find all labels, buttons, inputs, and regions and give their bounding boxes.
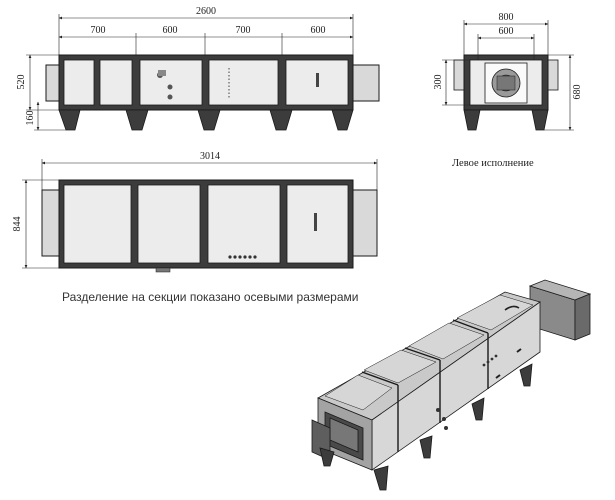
plan-dimension-lines: [22, 159, 378, 269]
variant-label: Левое исполнение: [452, 158, 534, 169]
dim-plan-length: 3014: [200, 151, 220, 162]
section-split-caption: Разделение на секции показано осевыми ра…: [62, 290, 359, 304]
dim-total-height: 680: [572, 85, 583, 100]
dim-width-outer: 800: [499, 12, 514, 23]
end-view: [453, 54, 559, 131]
dim-section-2: 600: [163, 25, 178, 36]
plan-view: [41, 179, 378, 273]
dim-section-4: 600: [311, 25, 326, 36]
dim-casing-height: 520: [16, 75, 27, 90]
dim-leg-height: 160: [25, 111, 36, 126]
isometric-view: [311, 279, 592, 491]
front-elevation-view: [45, 54, 380, 131]
end-dimension-lines: [442, 20, 574, 131]
dim-inner-height: 300: [433, 75, 444, 90]
front-dimension-lines: [26, 14, 354, 131]
plan-dimension-labels: 3014 844: [12, 151, 220, 232]
dim-section-3: 700: [236, 25, 251, 36]
dim-width-inner: 600: [499, 26, 514, 37]
dim-section-1: 700: [91, 25, 106, 36]
dim-overall-length: 2600: [196, 6, 216, 17]
front-dimension-labels: 2600 700 600 700 600 520 160: [16, 6, 326, 126]
dim-plan-width: 844: [12, 217, 23, 232]
end-dimension-labels: 800 600 300 680: [433, 12, 583, 100]
